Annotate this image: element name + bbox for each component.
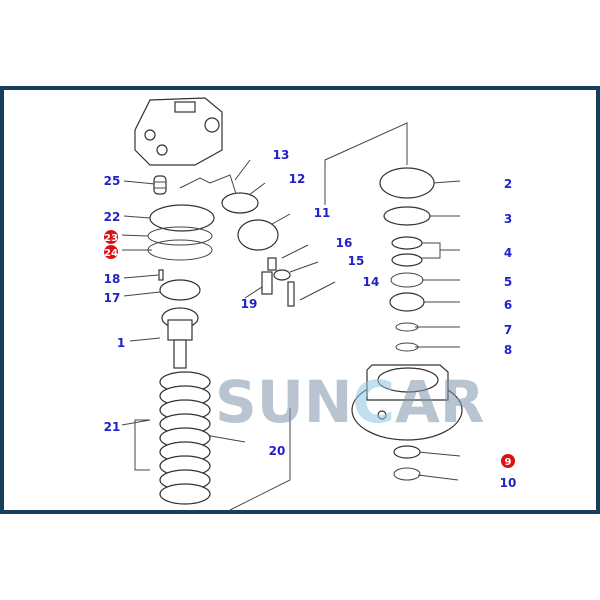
part-label-20: 20 <box>269 444 286 458</box>
part-label-4: 4 <box>504 246 512 260</box>
spring-25 <box>153 175 167 195</box>
part-label-8: 8 <box>504 343 512 357</box>
part-label-24: 24 <box>104 248 118 259</box>
part-label-19: 19 <box>241 297 258 311</box>
highlight-badge-9 <box>501 454 515 468</box>
part-label-22: 22 <box>104 210 121 224</box>
part-label-10: 10 <box>500 476 517 490</box>
bearings-and-rings-2-8 <box>379 167 435 352</box>
snap-ring-10 <box>393 467 421 481</box>
bolt-18 <box>158 269 164 281</box>
watermark: SUNCAR <box>215 368 485 436</box>
ring-22 <box>149 204 215 232</box>
part-label-21: 21 <box>104 420 121 434</box>
o-ring-24 <box>147 239 213 261</box>
part-label-13: 13 <box>273 148 290 162</box>
housing <box>351 364 463 441</box>
part-label-17: 17 <box>104 291 121 305</box>
part-label-5: 5 <box>504 275 512 289</box>
part-label-12: 12 <box>289 172 306 186</box>
highlight-badge-24 <box>104 245 118 259</box>
leader-lines <box>121 122 461 511</box>
part-label-6: 6 <box>504 298 512 312</box>
part-label-16: 16 <box>336 236 353 250</box>
part-label-9: 9 <box>505 457 512 468</box>
part-label-2: 2 <box>504 177 512 191</box>
part-label-25: 25 <box>104 174 121 188</box>
part-label-15: 15 <box>348 254 365 268</box>
valve-block <box>134 97 223 166</box>
part-label-1: 1 <box>117 336 125 350</box>
part-label-18: 18 <box>104 272 121 286</box>
plate-17 <box>159 279 201 301</box>
pump-parts-12-16 <box>221 192 295 307</box>
friction-plates-21 <box>159 371 211 505</box>
part-label-23: 23 <box>104 233 118 244</box>
bearing-9 <box>393 445 421 459</box>
part-label-14: 14 <box>363 275 380 289</box>
part-label-11: 11 <box>314 206 331 220</box>
shaft-1 <box>161 307 199 369</box>
part-label-7: 7 <box>504 323 512 337</box>
highlight-badge-23 <box>104 230 118 244</box>
part-label-3: 3 <box>504 212 512 226</box>
o-ring-23 <box>147 226 213 246</box>
